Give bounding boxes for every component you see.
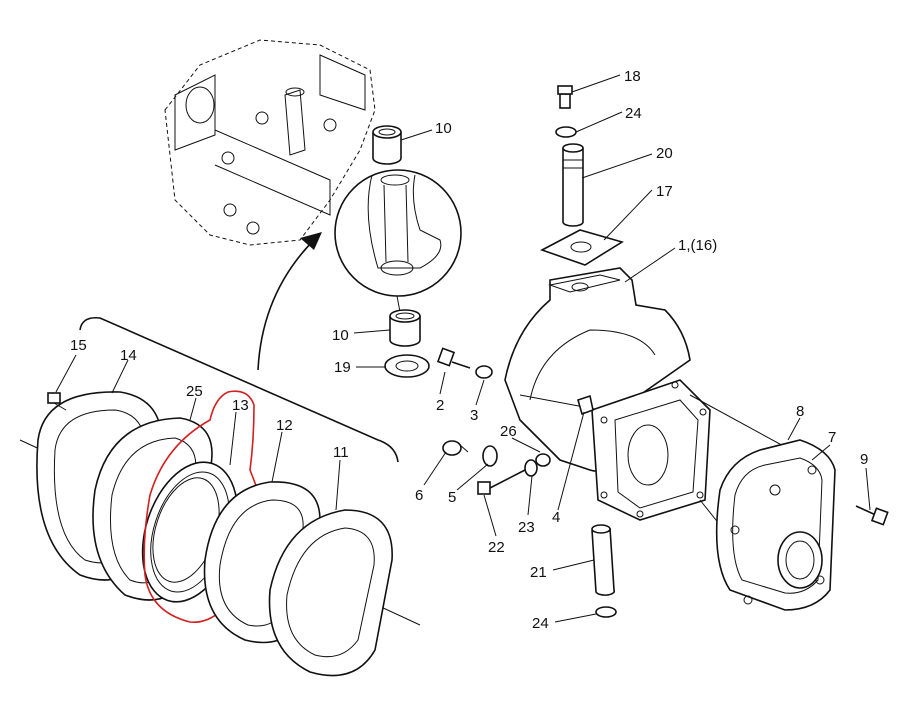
cover-8 xyxy=(715,439,836,611)
callout-8: 8 xyxy=(796,403,804,420)
bolt-15 xyxy=(47,392,67,411)
callout-17: 17 xyxy=(656,183,673,200)
plug-6 xyxy=(442,440,469,456)
stud-4 xyxy=(577,394,594,416)
callout-10-lower: 10 xyxy=(332,327,349,344)
callout-13: 13 xyxy=(232,397,249,414)
callout-5: 5 xyxy=(448,489,456,506)
callout-9: 9 xyxy=(860,451,868,468)
callout-6: 6 xyxy=(415,487,423,504)
callout-25: 25 xyxy=(186,383,203,400)
main-housing xyxy=(504,267,801,601)
bolt-22 xyxy=(477,469,526,495)
nut-3 xyxy=(475,365,493,379)
callout-4: 4 xyxy=(552,509,560,526)
gasket-17 xyxy=(539,229,624,266)
callout-20: 20 xyxy=(656,145,673,162)
callout-7: 7 xyxy=(828,429,836,446)
callout-19: 19 xyxy=(334,359,351,376)
highlight-outline xyxy=(143,390,267,623)
washer-5 xyxy=(482,445,498,467)
gasket-11 xyxy=(268,509,393,677)
washer-24-upper xyxy=(555,126,577,138)
callout-14: 14 xyxy=(120,347,137,364)
leader-lines xyxy=(55,74,871,623)
callout-15: 15 xyxy=(70,337,87,354)
callout-10-upper: 10 xyxy=(435,120,452,137)
callout-18: 18 xyxy=(624,68,641,85)
callout-labels: 18 24 20 17 1,(16) 10 10 19 2 3 15 14 25… xyxy=(70,68,868,632)
callout-22: 22 xyxy=(488,539,505,556)
callout-2: 2 xyxy=(436,397,444,414)
group-bracket xyxy=(79,316,399,463)
pin-20 xyxy=(562,143,584,227)
grease-nipple-18 xyxy=(557,85,573,109)
callout-21: 21 xyxy=(530,564,547,581)
washer-23 xyxy=(524,459,538,477)
arrowhead xyxy=(300,232,322,250)
bolt-9 xyxy=(855,505,889,526)
callout-23: 23 xyxy=(518,519,535,536)
callout-11: 11 xyxy=(333,444,349,461)
callout-24-upper: 24 xyxy=(625,105,642,122)
callout-3: 3 xyxy=(470,407,478,424)
nut-26 xyxy=(535,453,551,467)
bushing-upper xyxy=(372,125,402,165)
detail-arrow xyxy=(257,235,319,371)
oil-seal xyxy=(384,354,430,378)
callout-12: 12 xyxy=(276,417,293,434)
bolt-2 xyxy=(436,347,471,369)
callout-24-lower: 24 xyxy=(532,615,549,632)
callout-1-16: 1,(16) xyxy=(678,237,717,254)
callout-26: 26 xyxy=(500,423,517,440)
washer-24-lower xyxy=(595,606,617,618)
bushing-lower xyxy=(389,309,421,347)
pin-21 xyxy=(591,524,616,596)
housing-detail-view xyxy=(164,39,462,297)
